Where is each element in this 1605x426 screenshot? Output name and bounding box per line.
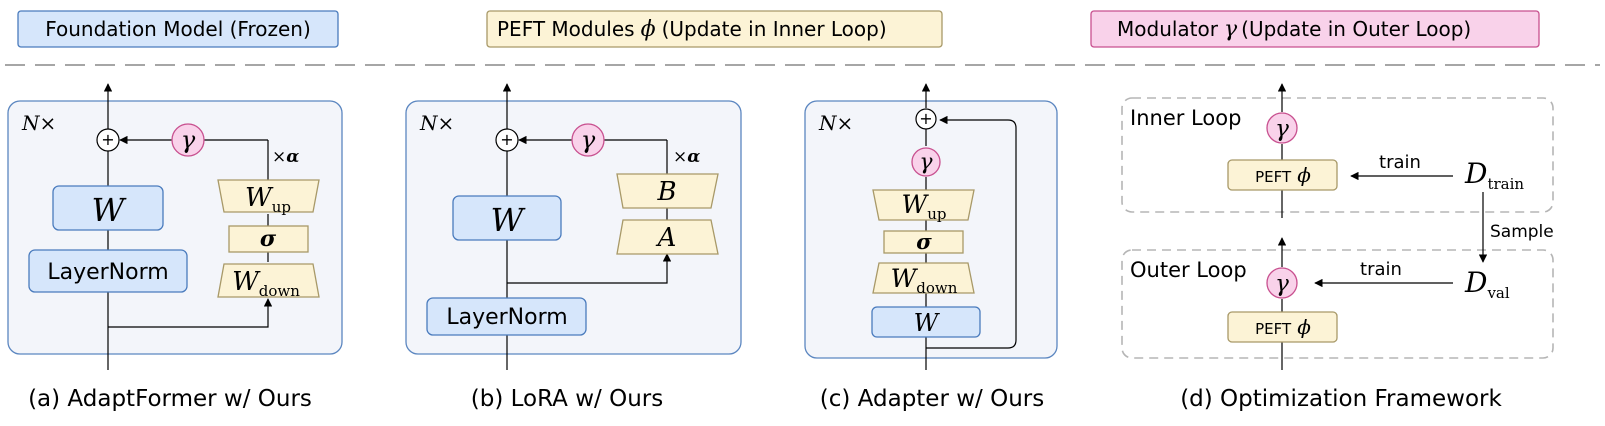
- outer-loop-label: Outer Loop: [1130, 258, 1247, 282]
- peft-block-outer: [1227, 311, 1338, 343]
- layernorm-block: [426, 297, 587, 336]
- sum-node: [915, 108, 937, 130]
- gamma-node-inner: [1266, 112, 1298, 144]
- sample-label: Sample: [1490, 222, 1554, 242]
- w-label: W: [914, 309, 941, 337]
- sigma-label: σ: [916, 229, 932, 254]
- outer-loop-box: [1121, 249, 1554, 359]
- n-times-label: N×: [818, 111, 853, 135]
- w-up-label: Wup: [245, 183, 291, 216]
- w-frozen-block: [52, 185, 164, 231]
- gamma-node: [911, 147, 941, 177]
- inner-loop-box: [1121, 97, 1554, 213]
- lora-b-label: B: [656, 177, 676, 207]
- layernorm-label: LayerNorm: [446, 305, 567, 330]
- gamma-label: γ: [919, 150, 933, 175]
- sum-node: [495, 128, 519, 152]
- legend-foundation: Foundation Model (Frozen): [17, 10, 339, 48]
- caption-d: (d) Optimization Framework: [1180, 386, 1502, 412]
- d-val-label: Dval: [1464, 266, 1510, 302]
- train-label-inner: train: [1379, 152, 1421, 173]
- sum-node: [96, 128, 120, 152]
- caption-b: (b) LoRA w/ Ours: [471, 386, 663, 412]
- gamma-node: [171, 123, 205, 157]
- n-times-label: N×: [21, 111, 56, 135]
- lora-b-block: [616, 173, 719, 209]
- sum-plus: +: [919, 109, 932, 128]
- gamma-label: γ: [1275, 271, 1289, 297]
- w-down-block: [217, 263, 320, 298]
- sum-plus: +: [500, 130, 513, 149]
- w-label: W: [92, 191, 128, 229]
- inner-loop-label: Inner Loop: [1130, 106, 1241, 130]
- layernorm-label: LayerNorm: [47, 260, 168, 285]
- caption-c: (c) Adapter w/ Ours: [820, 386, 1044, 412]
- gamma-label: γ: [581, 126, 596, 154]
- lora-a-block: [616, 219, 719, 255]
- w-up-block: [872, 189, 975, 221]
- gamma-node: [571, 123, 605, 157]
- lora-a-label: A: [656, 223, 677, 253]
- layernorm-block: [28, 249, 188, 293]
- w-up-label: Wup: [902, 190, 947, 223]
- w-up-block: [217, 179, 320, 213]
- w-down-block: [872, 262, 975, 294]
- panel-adapter: N× + γ Wup σ Wdown W: [804, 83, 1058, 370]
- gamma-node-outer: [1266, 267, 1298, 299]
- w-frozen-block: [452, 195, 562, 241]
- gamma-label: γ: [181, 126, 196, 154]
- sigma-block: [883, 230, 964, 254]
- panel-adaptformer: N× LayerNorm W + γ ×α Wup σ Wdown: [7, 83, 343, 370]
- sigma-block: [228, 225, 309, 253]
- w-down-label: Wdown: [232, 267, 300, 300]
- w-label: W: [491, 201, 527, 239]
- times-alpha-label: ×α: [272, 147, 299, 167]
- w-down-label: Wdown: [891, 264, 958, 297]
- n-times-label: N×: [419, 111, 454, 135]
- legend-foundation-label: Foundation Model (Frozen): [45, 17, 311, 41]
- peft-block-inner: [1227, 159, 1338, 191]
- sum-plus: +: [101, 130, 114, 149]
- times-alpha-label: ×α: [673, 147, 700, 167]
- caption-a: (a) AdaptFormer w/ Ours: [28, 386, 312, 412]
- d-train-label: Dtrain: [1464, 157, 1524, 193]
- sigma-label: σ: [260, 226, 277, 252]
- gamma-label: γ: [1275, 116, 1289, 142]
- w-frozen-block: [871, 306, 981, 338]
- panel-lora: N× LayerNorm W + γ ×α B A: [405, 83, 742, 370]
- train-label-outer: train: [1360, 259, 1402, 280]
